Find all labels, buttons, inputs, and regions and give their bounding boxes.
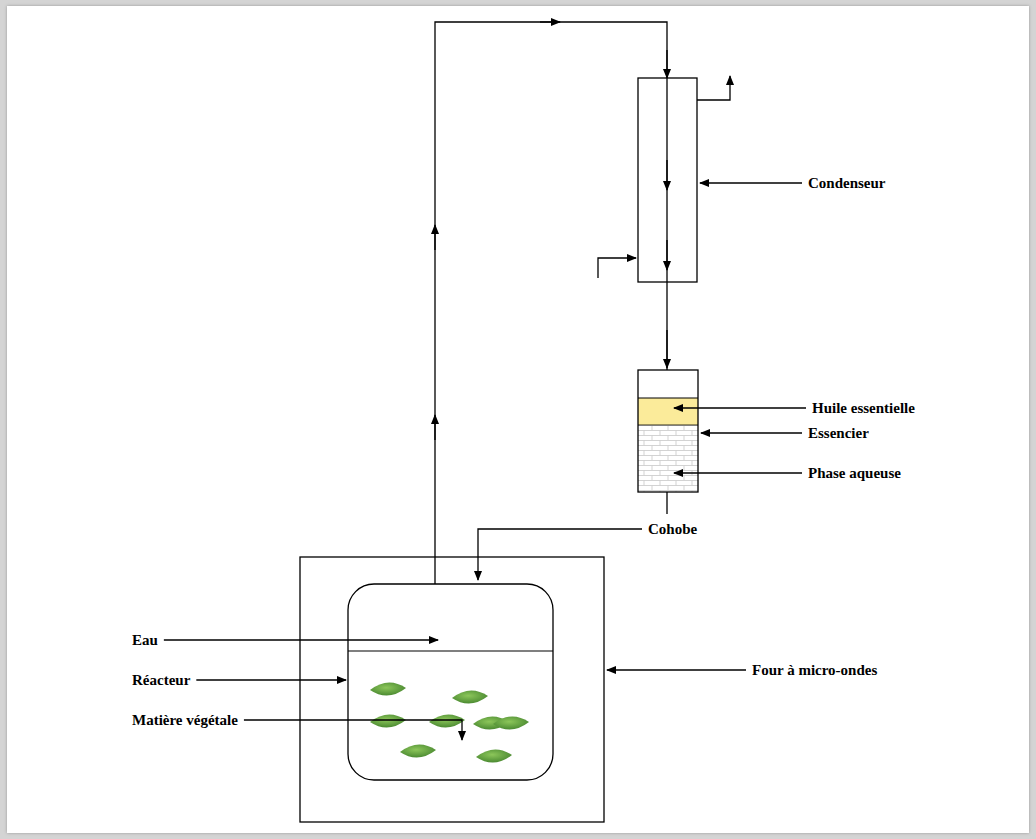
leader-arrow bbox=[244, 720, 462, 740]
leader-arrow bbox=[164, 639, 438, 640]
water-level bbox=[348, 650, 553, 651]
leader-arrow bbox=[478, 529, 642, 580]
condenser-label: Condenseur bbox=[808, 174, 886, 192]
oil-label: Huile essentielle bbox=[812, 399, 915, 417]
plant-leaves bbox=[370, 682, 529, 762]
cohobe-label: Cohobe bbox=[648, 520, 697, 538]
plant-label: Matière végétale bbox=[132, 711, 238, 729]
aqueous-label: Phase aqueuse bbox=[808, 464, 901, 482]
leader-arrow bbox=[674, 472, 802, 473]
reactor-label: Réacteur bbox=[132, 671, 190, 689]
essencier-vessel bbox=[638, 370, 698, 514]
oven-label: Four à micro-ondes bbox=[752, 661, 877, 679]
leader-arrow bbox=[196, 679, 346, 680]
microwave-oven bbox=[300, 557, 604, 822]
condensate-line bbox=[666, 78, 667, 370]
water-label: Eau bbox=[132, 631, 158, 649]
cooling-water bbox=[598, 76, 730, 278]
essencier-label: Essencier bbox=[808, 424, 869, 442]
leader-arrow bbox=[701, 432, 802, 433]
reactor-vessel bbox=[348, 584, 553, 780]
leader-arrow bbox=[607, 669, 746, 670]
leader-arrow bbox=[674, 407, 806, 408]
leader-arrow bbox=[700, 182, 802, 183]
vapour-pipe bbox=[435, 22, 667, 584]
